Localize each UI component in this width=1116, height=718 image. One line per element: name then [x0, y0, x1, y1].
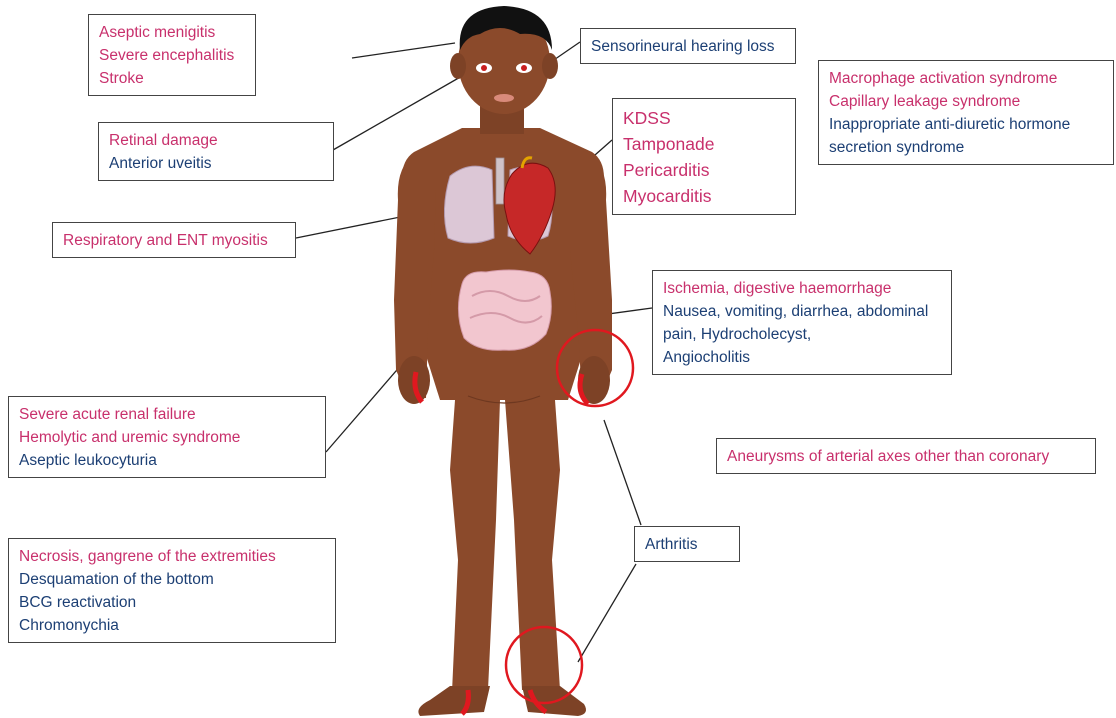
intestines [458, 270, 551, 350]
eye-line-2: Anterior uveitis [109, 152, 323, 175]
ear-box: Sensorineural hearing loss [580, 28, 796, 64]
systemic-line-3: Inappropriate anti-diuretic hormone [829, 113, 1103, 136]
renal-line-2: Hemolytic and uremic syndrome [19, 426, 315, 449]
heart-line-2: Tamponade [623, 131, 785, 157]
systemic-box: Macrophage activation syndrome Capillary… [818, 60, 1114, 165]
connector-arthritis-hand [604, 420, 641, 525]
systemic-line-1: Macrophage activation syndrome [829, 67, 1103, 90]
arthritis-line-1: Arthritis [645, 533, 729, 556]
digestive-line-4: Angiocholitis [663, 346, 941, 369]
aneurysm-line-1: Aneurysms of arterial axes other than co… [727, 445, 1085, 468]
respiratory-box: Respiratory and ENT myositis [52, 222, 296, 258]
digestive-line-3: pain, Hydrocholecyst, [663, 323, 941, 346]
neuro-line-3: Stroke [99, 67, 245, 90]
neuro-line-2: Severe encephalitis [99, 44, 245, 67]
heart-box: KDSS Tamponade Pericarditis Myocarditis [612, 98, 796, 215]
aneurysm-box: Aneurysms of arterial axes other than co… [716, 438, 1096, 474]
left-ear [450, 53, 466, 79]
heart-line-3: Pericarditis [623, 157, 785, 183]
eye-box: Retinal damage Anterior uveitis [98, 122, 334, 181]
skin-line-3: BCG reactivation [19, 591, 325, 614]
digestive-line-2: Nausea, vomiting, diarrhea, abdominal [663, 300, 941, 323]
skin-line-1: Necrosis, gangrene of the extremities [19, 545, 325, 568]
skin-line-4: Chromonychia [19, 614, 325, 637]
connector-neuro [352, 43, 455, 58]
right-ear [542, 53, 558, 79]
renal-box: Severe acute renal failure Hemolytic and… [8, 396, 326, 478]
heart-line-4: Myocarditis [623, 183, 785, 209]
renal-line-1: Severe acute renal failure [19, 403, 315, 426]
neuro-line-1: Aseptic menigitis [99, 21, 245, 44]
ear-line-1: Sensorineural hearing loss [591, 35, 785, 58]
connector-arthritis-foot [578, 564, 636, 662]
left-lung [444, 166, 494, 243]
left-leg [450, 400, 500, 692]
right-leg [505, 400, 560, 690]
skin-line-2: Desquamation of the bottom [19, 568, 325, 591]
digestive-box: Ischemia, digestive haemorrhage Nausea, … [652, 270, 952, 375]
child-figure [394, 6, 612, 716]
respiratory-line-1: Respiratory and ENT myositis [63, 229, 285, 252]
arthritis-box: Arthritis [634, 526, 740, 562]
heart-line-1: KDSS [623, 105, 785, 131]
systemic-line-4: secretion syndrome [829, 136, 1103, 159]
trachea [496, 158, 504, 204]
digestive-line-1: Ischemia, digestive haemorrhage [663, 277, 941, 300]
left-foot [418, 686, 490, 716]
neuro-box: Aseptic menigitis Severe encephalitis St… [88, 14, 256, 96]
skin-box: Necrosis, gangrene of the extremities De… [8, 538, 336, 643]
eye-line-1: Retinal damage [109, 129, 323, 152]
systemic-line-2: Capillary leakage syndrome [829, 90, 1103, 113]
renal-line-3: Aseptic leukocyturia [19, 449, 315, 472]
lips [494, 94, 514, 102]
